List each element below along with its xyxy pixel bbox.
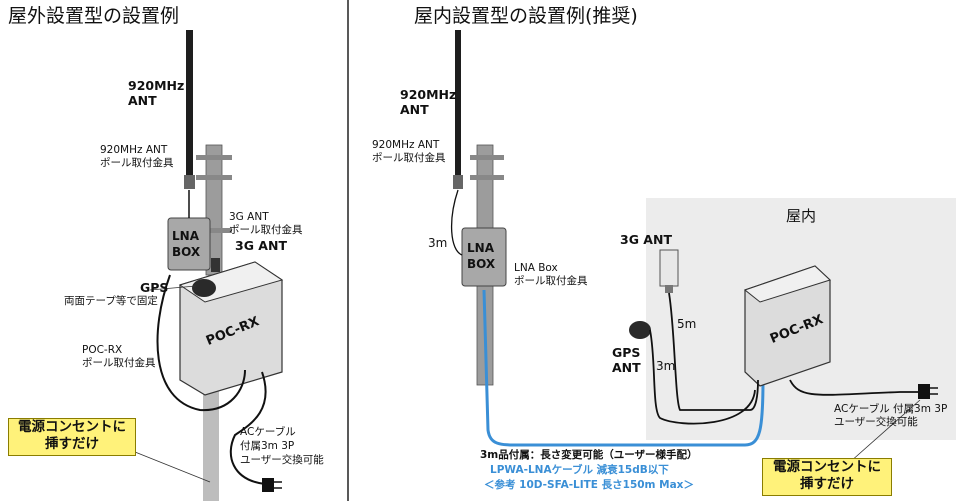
left-poc-bracket-2: ポール取付金具 [82,357,156,369]
right-cable-note: 3m品付属：長さ変更可能（ユーザー様手配） [480,449,698,461]
right-3g-ant-label: 3G ANT [620,232,672,247]
right-ant-bracket-2: ポール取付金具 [372,152,446,164]
right-ac-cable [789,379,920,396]
right-callout-line-2: 挿すだけ [800,476,854,492]
right-plug [918,384,930,399]
right-3g-antenna [659,249,679,287]
right-gps-label-2: ANT [612,360,641,375]
right-callout-line-1: 電源コンセントに [773,459,881,475]
left-lna-box [167,217,211,271]
left-ac-cable-2: 付属3m 3P [240,440,295,452]
right-cable-ref: ＜参考 10D-SFA-LITE 長さ150m Max＞ [484,479,694,491]
left-3g-bracket-2: ポール取付金具 [229,224,303,236]
indoor-label: 屋内 [786,207,817,225]
left-pole-lower [203,385,219,501]
left-920-ant-label-1: 920MHz [128,78,185,93]
right-ac-cable-1: ACケーブル 付属3m 3P [834,403,948,415]
left-callout-line-1: 電源コンセントに [18,419,126,435]
left-antenna-connector [184,175,195,189]
left-ac-cable-3: ユーザー交換可能 [240,454,324,466]
left-920-ant-label-2: ANT [128,93,157,108]
left-clamp-2 [196,175,232,180]
right-920-ant-label-1: 920MHz [400,87,457,102]
right-callout: 電源コンセントに 挿すだけ [762,458,892,496]
right-gps-label-1: GPS [612,345,641,360]
left-poc-bracket-1: POC-RX [82,344,123,356]
left-gps-label: GPS [140,280,169,295]
right-920-antenna [455,30,461,180]
right-gps-puck [629,321,651,339]
left-gps-puck [192,279,216,297]
left-ant-bracket-1: 920MHz ANT [100,144,168,156]
left-callout-line-2: 挿すだけ [45,436,99,452]
right-ac-cable-2: ユーザー交換可能 [834,416,918,428]
right-gps-cable [649,329,756,425]
right-lna-bracket-1: LNA Box [514,262,558,274]
right-lna-bracket-2: ポール取付金具 [514,275,588,287]
left-920-antenna [186,30,193,180]
right-len-3m-gps: 3m [656,359,676,373]
right-antenna-connector [453,175,463,189]
right-920-ant-label-2: ANT [400,102,429,117]
left-3g-ant-label: 3G ANT [235,238,287,253]
right-len-5m: 5m [677,317,697,331]
left-plug [262,478,274,492]
left-lna-label-2: BOX [172,245,201,259]
right-title: 屋内設置型の設置例(推奨) [414,5,638,27]
right-lpwa-cable [482,289,765,447]
left-ac-cable-1: ACケーブル [240,426,296,438]
left-clamp-1 [196,155,232,160]
right-lna-box [461,227,507,287]
right-len-3m-top: 3m [428,236,448,250]
right-lna-cable [450,189,463,256]
left-ant-bracket-2: ポール取付金具 [100,157,174,169]
right-ant-bracket-1: 920MHz ANT [372,139,440,151]
left-title: 屋外設置型の設置例 [8,5,180,27]
right-lna-label-2: BOX [467,257,496,271]
left-3g-antenna [211,258,220,272]
left-gps-note: 両面テープ等で固定 [64,295,158,307]
left-cable-loop [156,274,246,412]
left-clamp-3 [196,228,232,233]
left-ac-cable [229,371,267,485]
left-3g-bracket-1: 3G ANT [229,211,269,223]
right-cable-spec: LPWA-LNAケーブル 減衰15dB以下 [490,464,669,476]
right-3g-cable [668,292,759,411]
right-lna-label-1: LNA [467,241,495,255]
left-lna-label-1: LNA [172,229,200,243]
left-callout: 電源コンセントに 挿すだけ [8,418,136,456]
